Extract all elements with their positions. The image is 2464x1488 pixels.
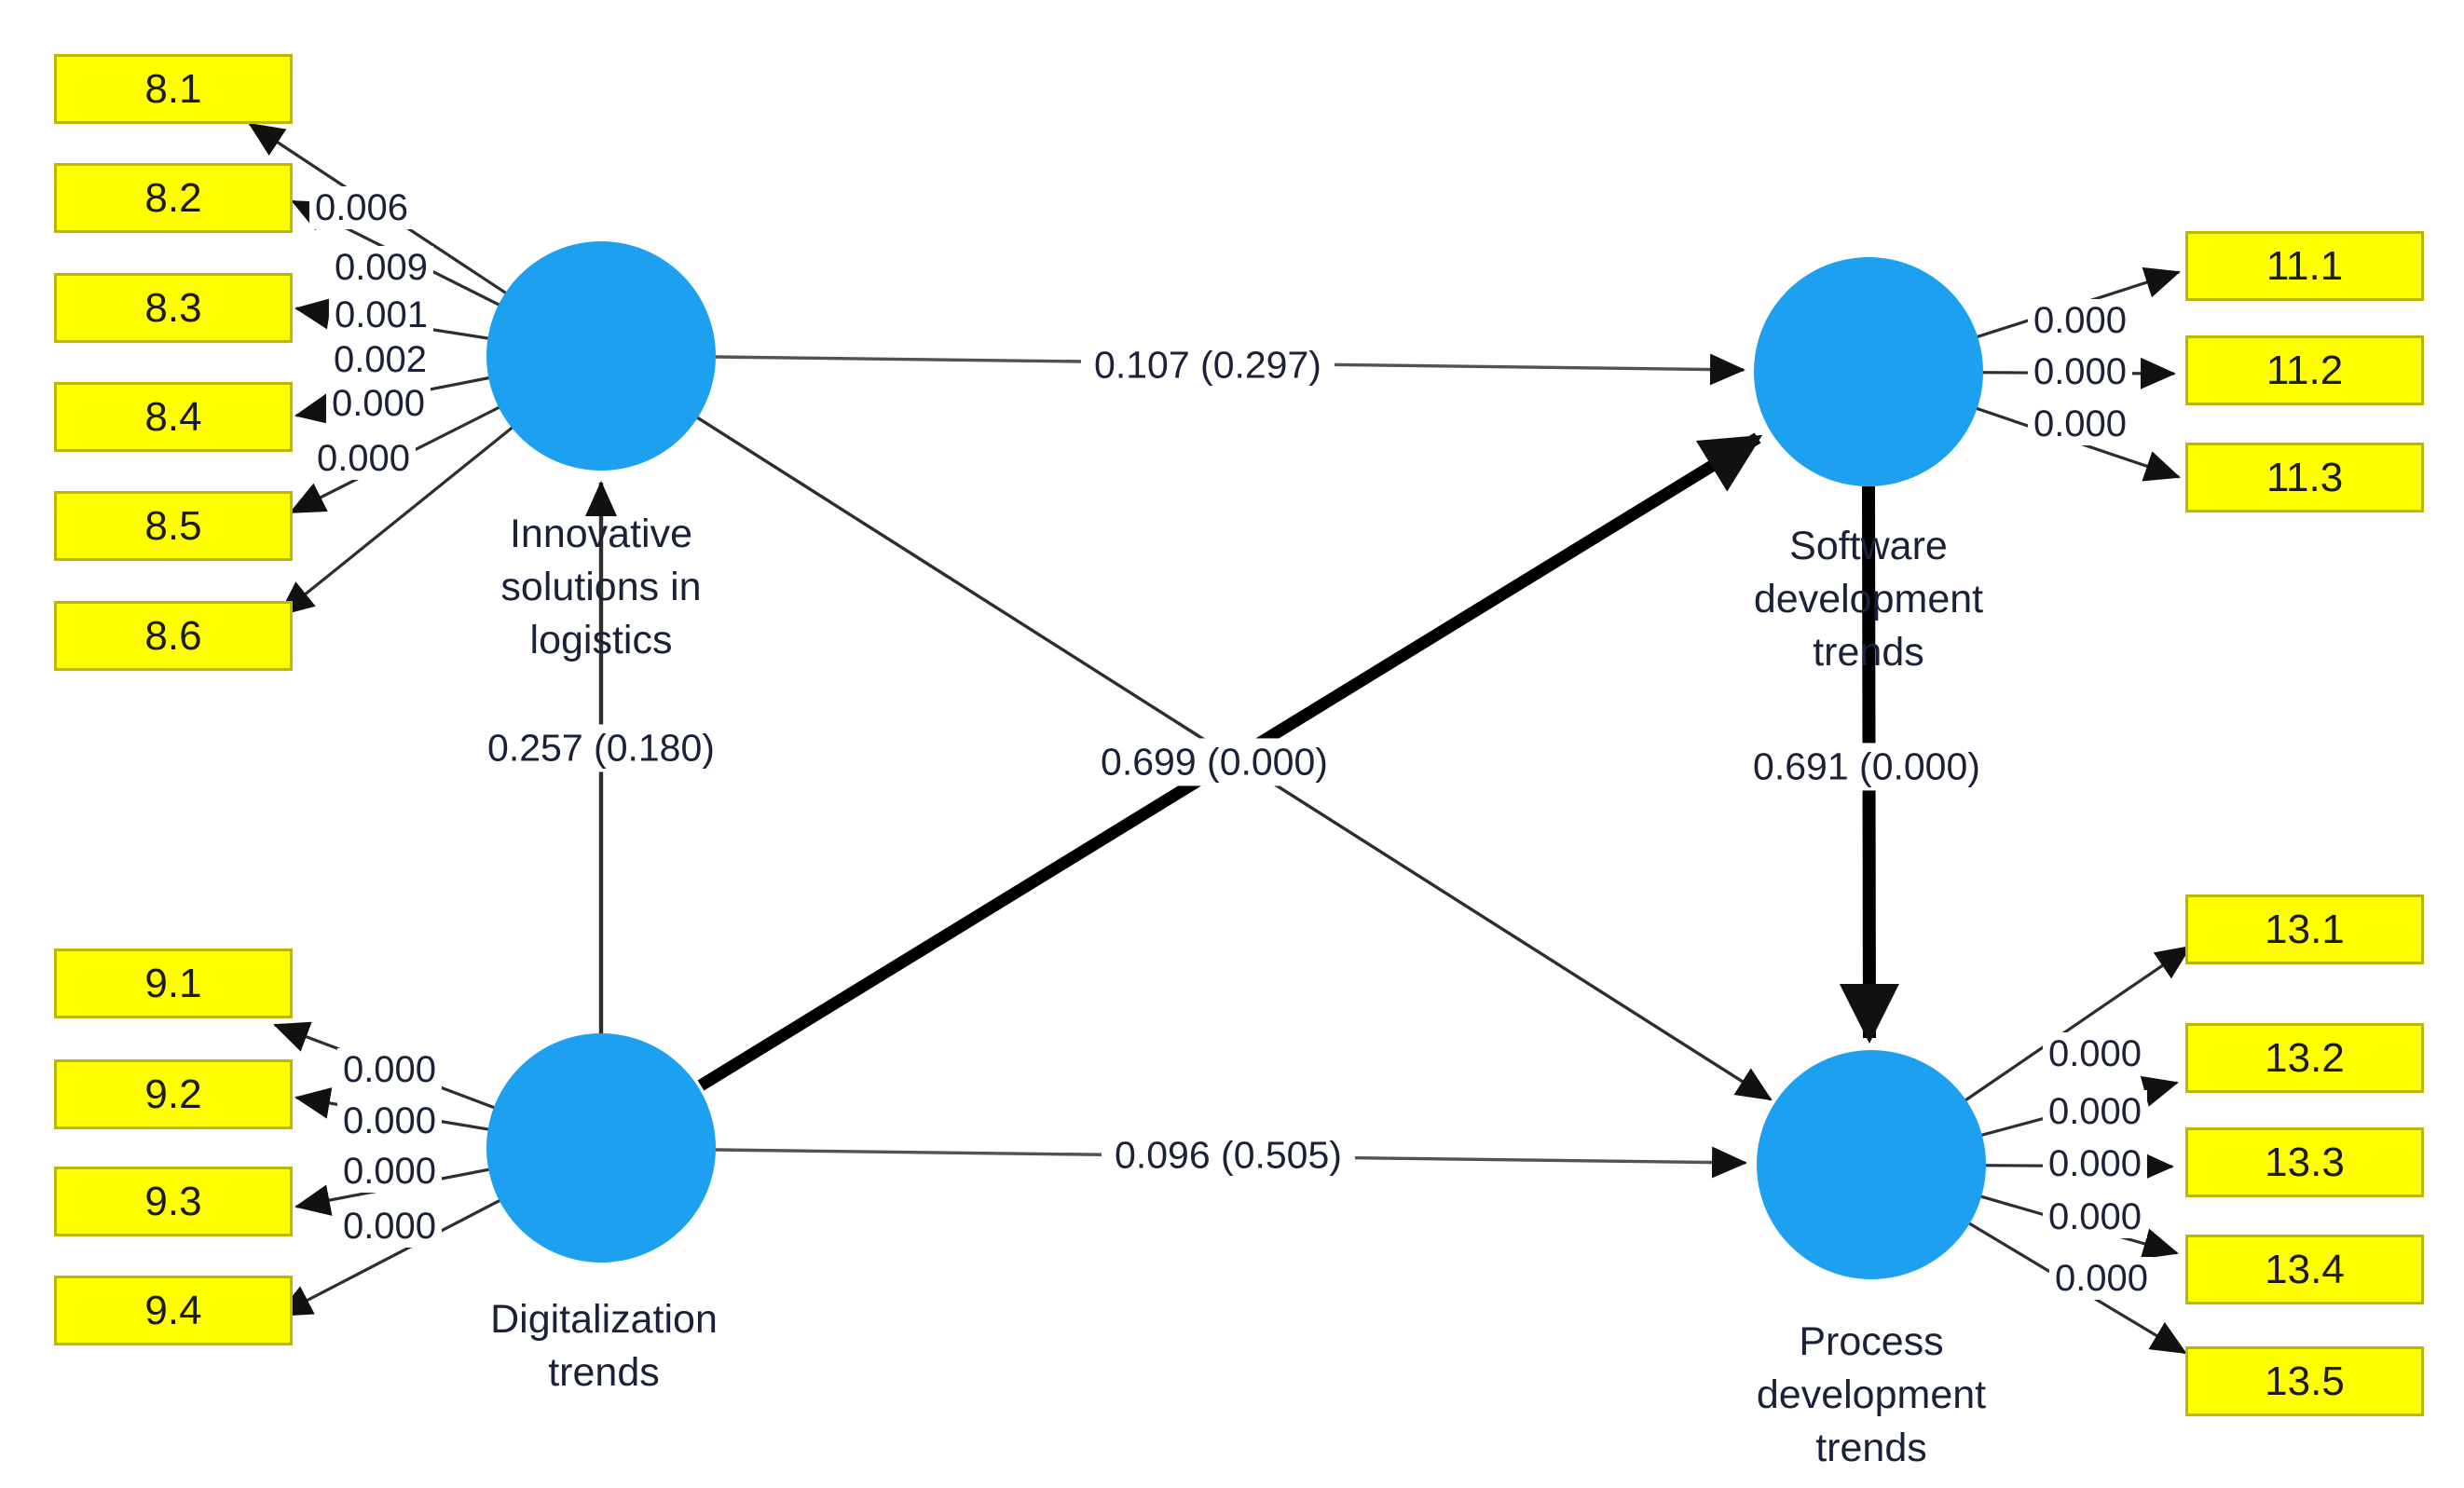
- loading-value: 0.001: [328, 294, 434, 336]
- loading-value: 0.000: [336, 1150, 443, 1193]
- indicator-label: 11.3: [2266, 454, 2344, 500]
- loading-value: 0.000: [2027, 350, 2133, 393]
- indicator-label: 9.2: [144, 1071, 202, 1117]
- node-circle-software: [1754, 257, 1983, 486]
- indicator-label: 9.4: [144, 1287, 202, 1333]
- indicator-label: 9.3: [144, 1178, 202, 1224]
- indicator-box: 13.1: [2185, 894, 2424, 964]
- loading-value: 0.002: [327, 338, 433, 381]
- indicator-label: 9.1: [144, 960, 202, 1006]
- indicator-box: 8.6: [54, 601, 293, 671]
- indicator-box: 8.5: [54, 491, 293, 561]
- loading-value: 0.000: [2042, 1195, 2148, 1238]
- indicator-box: 9.4: [54, 1276, 293, 1345]
- indicator-label: 8.5: [144, 502, 202, 549]
- indicator-label: 13.5: [2265, 1358, 2345, 1404]
- path-coefficient-digitalization-to-process: 0.096 (0.505): [1102, 1131, 1355, 1180]
- indicator-box: 13.5: [2185, 1346, 2424, 1416]
- indicator-label: 8.6: [144, 612, 202, 659]
- indicator-label: 11.1: [2266, 242, 2344, 289]
- loading-value: 0.000: [2027, 403, 2133, 445]
- loading-value: 0.000: [336, 1205, 443, 1248]
- indicator-label: 13.1: [2265, 906, 2345, 952]
- loading-value: 0.000: [2042, 1032, 2148, 1075]
- indicator-label: 13.3: [2265, 1139, 2345, 1185]
- indicator-box: 11.2: [2185, 335, 2424, 405]
- indicator-box: 13.4: [2185, 1235, 2424, 1304]
- loading-value: 0.000: [2042, 1142, 2148, 1185]
- indicator-box: 11.3: [2185, 443, 2424, 512]
- loading-value: 0.009: [328, 246, 434, 289]
- indicator-label: 13.4: [2265, 1246, 2345, 1292]
- indicator-label: 8.2: [144, 174, 202, 221]
- indicator-label: 8.3: [144, 284, 202, 331]
- node-label-process: Process development trends: [1756, 1319, 1987, 1470]
- indicator-box: 13.3: [2185, 1127, 2424, 1197]
- indicator-box: 9.2: [54, 1059, 293, 1129]
- loading-value: 0.000: [325, 382, 431, 425]
- loading-value: 0.000: [336, 1048, 443, 1091]
- indicator-box: 11.1: [2185, 231, 2424, 301]
- indicator-label: 8.1: [144, 65, 202, 112]
- loading-value: 0.000: [2048, 1257, 2155, 1300]
- indicator-box: 8.3: [54, 273, 293, 343]
- loading-value: 0.000: [2027, 299, 2133, 342]
- node-circle-innovative: [486, 241, 716, 471]
- loading-value: 0.000: [310, 437, 417, 480]
- indicator-box: 8.2: [54, 163, 293, 233]
- indicator-box: 8.4: [54, 382, 293, 452]
- indicator-label: 11.2: [2266, 347, 2344, 393]
- loading-value: 0.000: [2042, 1090, 2148, 1133]
- path-coefficient-software-to-process: 0.691 (0.000): [1740, 743, 1993, 791]
- node-circle-digitalization: [486, 1033, 716, 1263]
- indicator-box: 9.1: [54, 949, 293, 1018]
- node-circle-process: [1757, 1050, 1986, 1279]
- indicator-box: 13.2: [2185, 1023, 2424, 1093]
- indicator-label: 8.4: [144, 393, 202, 440]
- indicator-box: 8.1: [54, 54, 293, 124]
- node-label-software: Software development trends: [1753, 524, 1984, 675]
- indicator-label: 13.2: [2265, 1034, 2345, 1081]
- path-coefficient-digitalization-to-innovative: 0.257 (0.180): [474, 724, 728, 772]
- loading-value: 0.000: [336, 1099, 443, 1142]
- loading-value: 0.006: [308, 186, 415, 229]
- node-label-innovative: Innovative solutions in logistics: [500, 512, 702, 662]
- path-coefficient-innovative-to-software: 0.107 (0.297): [1081, 341, 1335, 389]
- node-label-digitalization: Digitalization trends: [490, 1297, 718, 1395]
- indicator-box: 9.3: [54, 1167, 293, 1236]
- path-coefficient-digitalization-to-software: 0.699 (0.000): [1088, 738, 1341, 786]
